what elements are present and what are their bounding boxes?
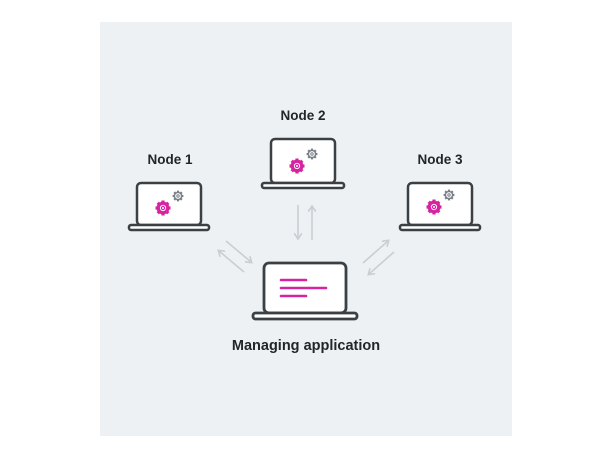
node-2-laptop [260,137,346,190]
manager-label: Managing application [232,338,380,354]
arrow-node3-manager [362,241,395,274]
manager-laptop [251,261,359,321]
node-3-laptop [398,181,482,232]
node-1-laptop [127,181,211,232]
document-lines-icon [279,278,328,298]
arrow-node1-manager [219,240,251,273]
node-2-label: Node 2 [280,108,325,123]
arrow-node2-manager [298,205,312,240]
node-3-label: Node 3 [417,152,463,167]
node-1-label: Node 1 [147,152,193,167]
